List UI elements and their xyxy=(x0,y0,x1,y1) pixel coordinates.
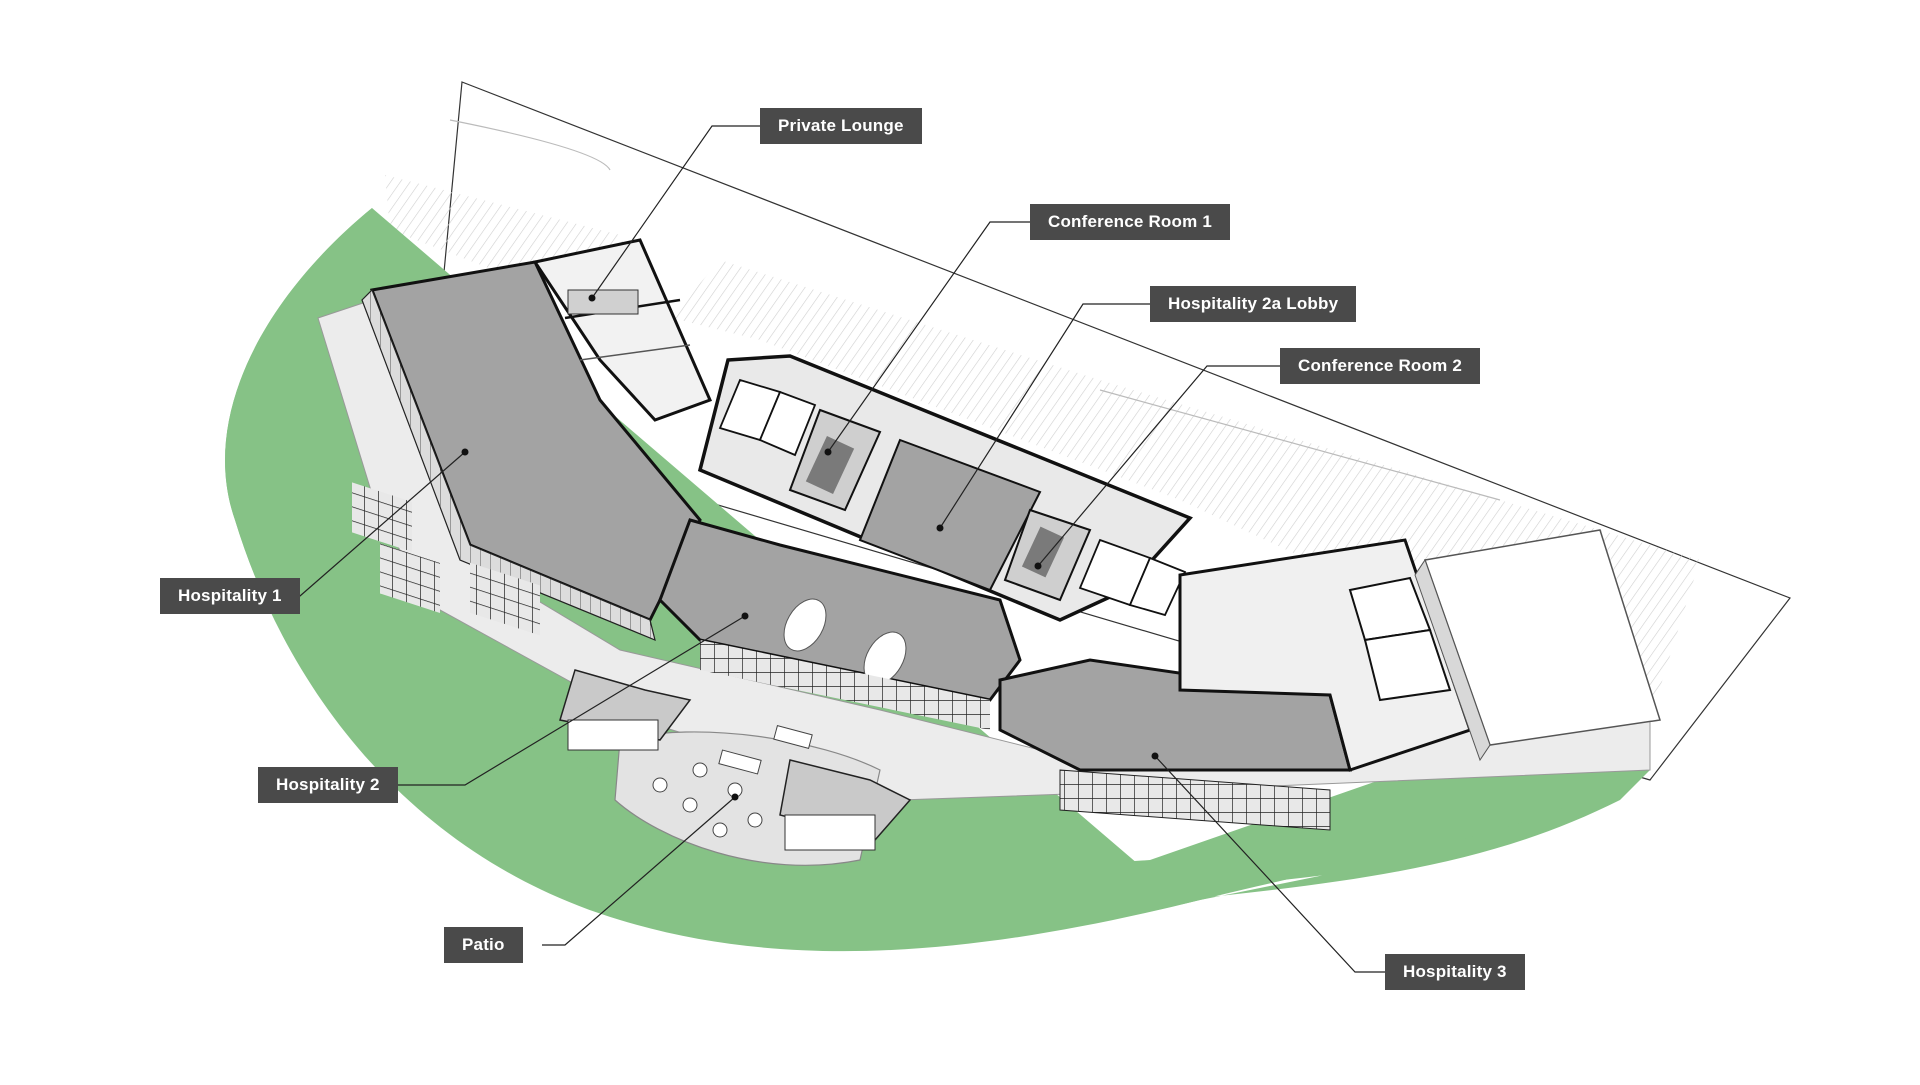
lobby-floor xyxy=(858,438,1042,592)
leader-conference-room-1 xyxy=(827,221,1030,453)
label-patio: Patio xyxy=(444,927,523,963)
hospitality-2-glazing xyxy=(700,640,990,730)
right-wing-rooms xyxy=(1348,576,1452,702)
leader-patio xyxy=(542,796,736,946)
leader-lines xyxy=(278,125,1385,973)
leader-hospitality-3 xyxy=(1154,755,1385,973)
label-conference-room-1: Conference Room 1 xyxy=(1030,204,1230,240)
leader-private-lounge xyxy=(591,125,760,299)
car-1 xyxy=(783,598,827,652)
pergola-1 xyxy=(352,482,412,552)
pergola-2 xyxy=(380,543,440,613)
leader-conference-room-2 xyxy=(1037,365,1280,567)
patio-pavilion-left xyxy=(559,669,692,751)
leader-hospitality-2 xyxy=(393,615,746,786)
label-hospitality-2: Hospitality 2 xyxy=(258,767,398,803)
label-private-lounge: Private Lounge xyxy=(760,108,922,144)
label-hospitality-3: Hospitality 3 xyxy=(1385,954,1525,990)
hospitality-1-glazing xyxy=(361,288,656,642)
small-rooms xyxy=(718,378,1187,617)
leader-hospitality-2a-lobby xyxy=(939,303,1150,529)
private-lounge-block xyxy=(532,238,713,422)
label-conference-room-2: Conference Room 2 xyxy=(1280,348,1480,384)
patio-seating xyxy=(652,724,813,838)
pergola-3 xyxy=(470,562,540,636)
curb-line xyxy=(449,119,1501,501)
label-hospitality-1: Hospitality 1 xyxy=(160,578,300,614)
leader-dots xyxy=(461,294,1159,801)
lounge-furniture xyxy=(567,289,639,315)
label-hospitality-2a-lobby: Hospitality 2a Lobby xyxy=(1150,286,1357,322)
patio-pavilion-right xyxy=(779,759,912,851)
